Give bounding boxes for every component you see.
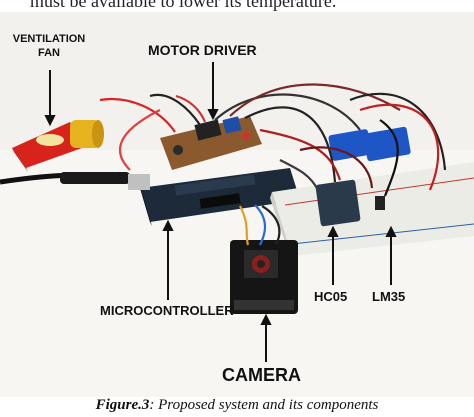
figure-caption: Figure.3: Proposed system and its compon… (0, 397, 474, 414)
motor-driver-label: MOTOR DRIVER (148, 42, 257, 58)
figure-caption-label: Figure.3 (95, 397, 150, 413)
figure-caption-text: : Proposed system and its components (149, 397, 379, 413)
lm35-label: LM35 (372, 289, 406, 304)
pointer-lines (44, 62, 397, 362)
jumper-wires (99, 83, 447, 246)
camera-label: CAMERA (222, 365, 301, 385)
ventilation-fan-label-line2: FAN (38, 47, 60, 59)
hc05-label: HC05 (314, 289, 348, 304)
ventilation-fan-label-line1: VENTILATION (12, 33, 86, 45)
ventilation-fan-label: VENTILATION FAN (12, 32, 86, 60)
preceding-text-line: must be available to lower its temperatu… (30, 0, 337, 11)
hc05-module (315, 179, 361, 227)
relay-modules (328, 126, 411, 162)
ventilation-fan-module (12, 120, 104, 172)
lm35-sensor (375, 196, 385, 210)
system-photo (0, 12, 474, 397)
motor-driver-board (160, 116, 262, 170)
microcontroller-board (128, 168, 300, 226)
camera-module (230, 240, 298, 314)
microcontroller-label: MICROCONTROLLER (100, 303, 234, 318)
